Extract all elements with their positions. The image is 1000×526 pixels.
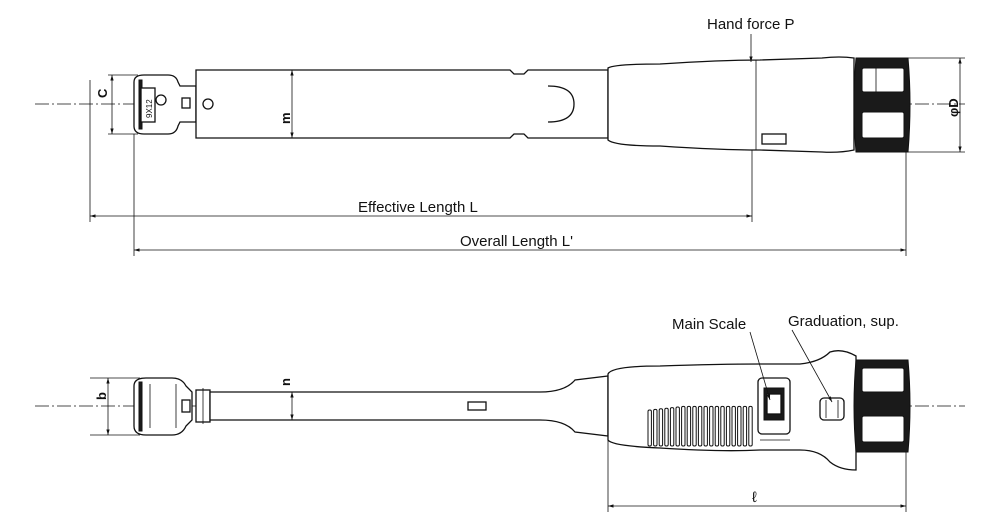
grip-rib — [692, 405, 697, 447]
bottom-grip-ribs — [647, 405, 753, 447]
dim-overall-length: Overall Length L' — [133, 134, 907, 256]
dim-m: m — [278, 70, 294, 138]
bottom-view: Main Scale Graduation, sup. b n ℓ — [35, 313, 965, 512]
head-marking: 9X12 — [145, 99, 154, 118]
grip-rib — [686, 405, 692, 447]
graduation-label: Graduation, sup. — [788, 313, 899, 330]
grip-rib — [725, 405, 731, 447]
dim-c-label: C — [95, 88, 110, 98]
grip-rib — [714, 405, 720, 447]
top-handle-tab — [761, 133, 787, 145]
top-wrench-head: 9X12 — [133, 74, 197, 135]
grip-rib — [731, 405, 736, 447]
main-scale-label: Main Scale — [672, 316, 746, 333]
top-view: 9X12 Hand force P C m — [35, 16, 965, 256]
grip-rib — [697, 405, 703, 447]
bottom-grip-knob — [853, 359, 911, 453]
main-scale-window — [757, 377, 791, 441]
top-handle — [607, 56, 855, 153]
graduation-leader — [791, 329, 833, 403]
overall-length-label: Overall Length L' — [460, 233, 573, 250]
grip-rib — [720, 405, 725, 447]
dim-phi-d: φD — [908, 57, 965, 153]
dim-effective-length: Effective Length L — [89, 80, 753, 222]
bottom-shaft — [209, 375, 609, 437]
dim-phi-d-label: φD — [946, 98, 961, 117]
grip-rib — [709, 405, 714, 447]
grip-rib — [737, 405, 742, 447]
dim-m-label: m — [278, 112, 293, 124]
grip-rib — [669, 407, 675, 447]
grip-rib — [664, 407, 669, 447]
grip-rib — [675, 406, 680, 447]
dim-n-label: n — [278, 378, 293, 386]
grip-rib — [681, 405, 686, 447]
graduation-sleeve — [819, 397, 845, 421]
top-shaft — [195, 69, 609, 139]
dim-l: ℓ — [607, 440, 907, 512]
grip-rib — [647, 409, 652, 447]
bottom-shaft-slot — [467, 401, 487, 411]
effective-length-label: Effective Length L — [358, 199, 478, 216]
main-scale-leader — [749, 331, 771, 401]
top-grip-knob — [853, 57, 911, 153]
dim-c: C — [95, 74, 138, 135]
grip-rib — [703, 405, 708, 447]
bottom-wrench-head — [133, 377, 211, 436]
dim-l-label: ℓ — [752, 489, 757, 506]
grip-rib — [748, 405, 753, 447]
grip-rib — [653, 408, 658, 447]
hand-force-label: Hand force P — [707, 16, 795, 33]
dim-b-label: b — [94, 392, 109, 400]
dim-n: n — [278, 378, 294, 420]
grip-rib — [658, 408, 664, 447]
grip-rib — [742, 405, 748, 447]
top-pin-hole — [202, 98, 214, 110]
dim-b: b — [90, 377, 140, 436]
